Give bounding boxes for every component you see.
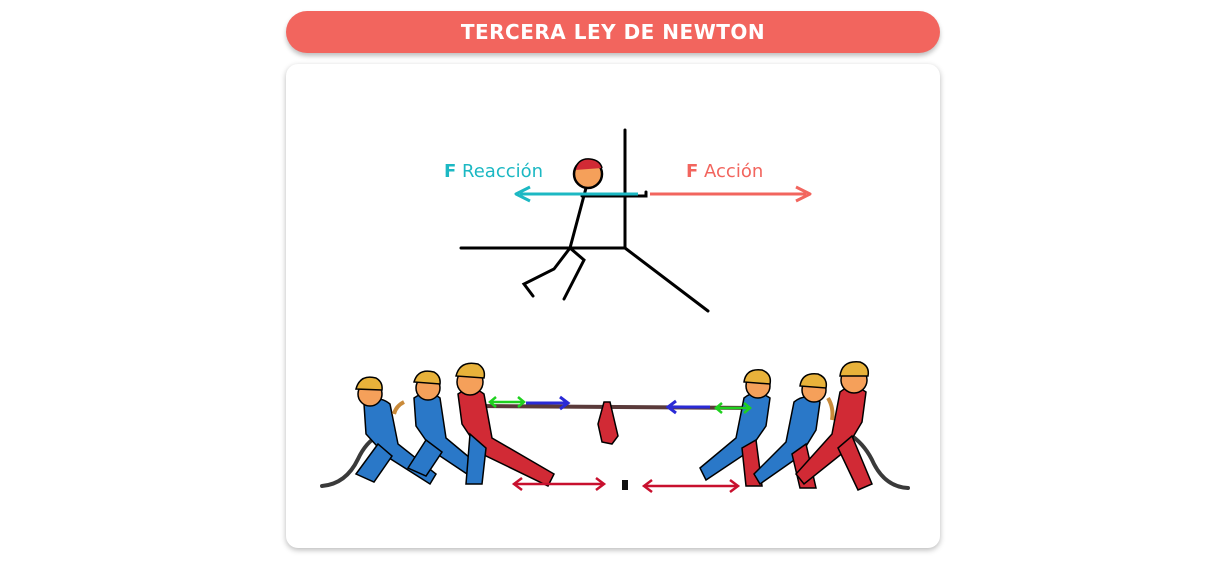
left-rope-arrow xyxy=(526,395,571,411)
wall-push-diagram xyxy=(320,128,910,493)
reaction-force-text: Reacción xyxy=(462,161,544,182)
action-force-text: Acción xyxy=(704,161,764,182)
action-force-label: F Acción xyxy=(686,161,763,182)
rope-tail-right xyxy=(850,434,910,490)
wall-brace-line xyxy=(623,246,710,313)
center-flag xyxy=(597,401,619,445)
left-grip-arrows xyxy=(488,396,526,408)
right-rope-arrow xyxy=(665,399,710,415)
right-grip-arrows xyxy=(714,402,752,414)
reaction-force-symbol: F xyxy=(444,161,457,182)
reaction-arrow xyxy=(514,185,638,203)
action-arrow xyxy=(650,185,812,203)
center-marker xyxy=(622,480,628,490)
reaction-force-label: F Reacción xyxy=(444,161,543,182)
right-team xyxy=(699,361,873,491)
stick-figure xyxy=(521,158,648,301)
action-force-symbol: F xyxy=(686,161,699,182)
tug-of-war-diagram xyxy=(320,361,910,493)
title-banner: TERCERA LEY DE NEWTON xyxy=(286,11,940,53)
diagram-card: F Reacción F Acción xyxy=(286,64,940,548)
left-team xyxy=(354,362,555,487)
left-ground-arrow xyxy=(511,477,607,491)
page-title: TERCERA LEY DE NEWTON xyxy=(460,20,766,44)
right-ground-arrow xyxy=(641,479,741,493)
